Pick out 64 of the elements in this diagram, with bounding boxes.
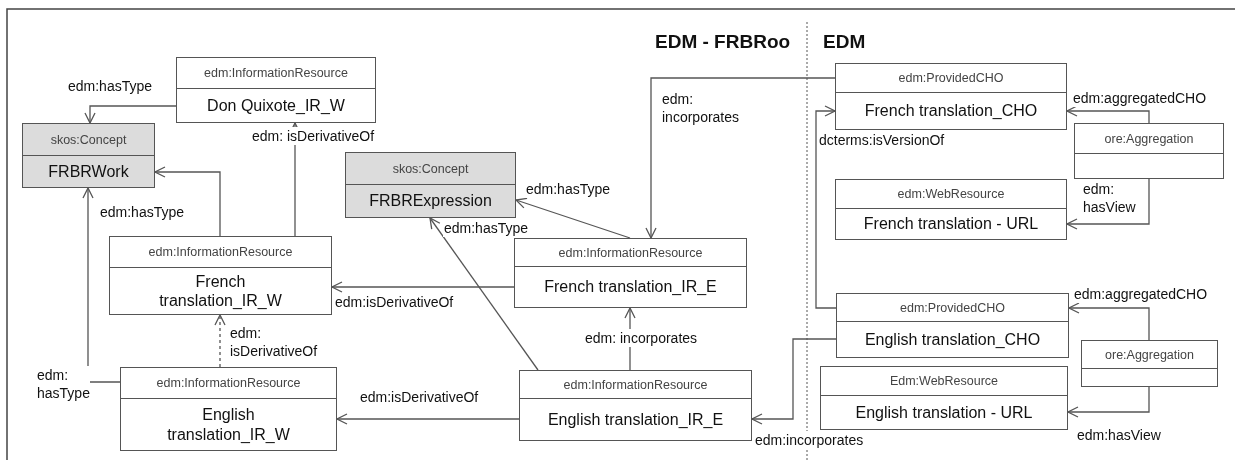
- arrow: [429, 217, 539, 371]
- section-heading: EDM - FRBRoo: [655, 31, 791, 53]
- arrow: [214, 314, 226, 368]
- arrow: [84, 105, 177, 124]
- class-box: [514, 238, 747, 308]
- edge-label: edm: incorporates: [584, 329, 699, 348]
- class-box: [1081, 340, 1218, 387]
- instance-name: English translation_IR_W: [166, 405, 291, 444]
- arrow: [1067, 386, 1150, 418]
- edge-label: edm:aggregatedCHO: [1073, 285, 1209, 304]
- instance-name: French translation - URL: [863, 214, 1039, 234]
- edge-label: edm:aggregatedCHO: [1072, 89, 1208, 108]
- section-heading: EDM: [823, 31, 866, 53]
- class-label: ore:Aggregation: [1104, 131, 1194, 146]
- instance-name: English translation_IR_E: [547, 409, 724, 430]
- class-box: [835, 179, 1067, 240]
- arrow: [515, 197, 631, 239]
- instance-name: French translation_IR_W: [158, 271, 283, 311]
- class-box: [22, 123, 155, 188]
- class-label: edm:InformationResource: [148, 245, 293, 259]
- class-label: skos:Concept: [392, 161, 469, 176]
- class-label: edm:ProvidedCHO: [898, 71, 1004, 85]
- arrow: [815, 105, 837, 309]
- class-box: [820, 366, 1068, 430]
- arrow: [1066, 105, 1150, 124]
- arrow: [1068, 302, 1150, 341]
- edge-label: edm:hasType: [67, 77, 154, 96]
- arrow: [336, 413, 520, 425]
- class-box: [836, 293, 1069, 358]
- class-box: [109, 236, 332, 315]
- instance-name: English translation_CHO: [864, 329, 1041, 350]
- instance-name: FRBRExpression: [369, 191, 492, 211]
- instance-name: FRBRWork: [48, 161, 129, 182]
- instance-name: French translation_CHO: [864, 101, 1038, 121]
- edge-label: edm: isDerivativeOf: [251, 127, 376, 146]
- arrow: [751, 338, 837, 425]
- class-label: edm:WebResource: [897, 187, 1005, 201]
- edge-label: edm:hasType: [99, 203, 186, 222]
- class-label: edm:InformationResource: [156, 376, 301, 390]
- instance-name: French translation_IR_E: [544, 277, 717, 297]
- class-box: [120, 367, 337, 451]
- class-box: [1074, 123, 1224, 179]
- class-label: edm:ProvidedCHO: [900, 300, 1005, 315]
- arrow: [331, 281, 515, 293]
- instance-name: English translation - URL: [855, 402, 1033, 423]
- arrow: [1066, 178, 1150, 230]
- edge-label: edm:hasType: [525, 180, 612, 199]
- class-box: [519, 370, 752, 441]
- class-label: edm:InformationResource: [204, 66, 348, 80]
- arrow: [154, 166, 221, 237]
- class-label: Edm:WebResource: [889, 374, 999, 388]
- edge-label: edm: hasType: [36, 366, 90, 403]
- class-box: [176, 57, 376, 123]
- class-label: ore:Aggregation: [1105, 347, 1194, 362]
- instance-name: Don Quixote_IR_W: [207, 95, 345, 116]
- arrow: [82, 187, 121, 383]
- arrow: [645, 77, 836, 239]
- edge-label: edm:hasType: [443, 219, 530, 238]
- edge-label: edm:incorporates: [754, 431, 865, 450]
- class-box: [345, 152, 516, 218]
- class-box: [835, 63, 1067, 130]
- class-label: edm:InformationResource: [558, 245, 703, 260]
- class-label: edm:InformationResource: [563, 377, 708, 392]
- class-label: skos:Concept: [50, 132, 127, 147]
